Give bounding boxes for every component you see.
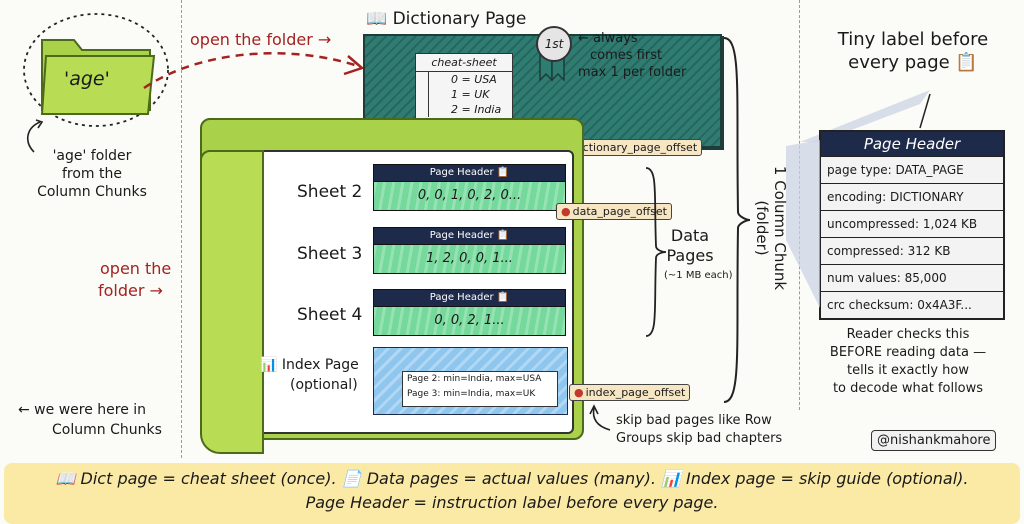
zoom-funnel-side xyxy=(786,140,820,308)
index-stats: Page 2: min=India, max=USA Page 3: min=I… xyxy=(402,371,558,407)
open-folder-top-label: open the folder → xyxy=(190,30,332,49)
banner-line-1: 📖 Dict page = cheat sheet (once). 📄 Data… xyxy=(55,469,969,488)
small-folder-label: 'age' xyxy=(64,68,110,90)
data-page-sheet-2: Page Header 📋 0, 0, 1, 0, 2, 0... xyxy=(373,164,566,211)
data-page-values: 0, 0, 2, 1... xyxy=(373,307,566,336)
page-header-row: crc checksum: 0x4A3F... xyxy=(821,291,1003,318)
page-header-bar: Page Header 📋 xyxy=(373,227,566,245)
data-pages-size-note: (~1 MB each) xyxy=(664,270,733,281)
page-header-table: Page Header page type: DATA_PAGE encodin… xyxy=(819,130,1005,320)
small-folder-graphic xyxy=(23,13,169,127)
open-folder-side-label: open the folder → xyxy=(98,259,172,300)
bar-chart-icon: 📊 xyxy=(260,357,278,373)
author-credit: @nishankmahore xyxy=(871,430,997,451)
index-title: 📊 Index Page (optional) xyxy=(260,357,359,393)
index-note: skip bad pages like Row Groups skip bad … xyxy=(616,413,783,446)
data-page-sheet-4: Page Header 📋 0, 0, 2, 1... xyxy=(373,289,566,336)
pin-icon: ● xyxy=(574,386,584,399)
index-note-arrow xyxy=(589,404,611,431)
folder-caption-arrow xyxy=(27,119,44,153)
dictionary-title: 📖 Dictionary Page xyxy=(366,9,527,29)
column-chunk-brace xyxy=(723,37,751,403)
page-header-row: num values: 85,000 xyxy=(821,264,1003,291)
book-icon: 📖 xyxy=(366,9,388,29)
badge-note: ← always comes first max 1 per folder xyxy=(578,31,687,80)
data-page-values: 0, 0, 1, 0, 2, 0... xyxy=(373,182,566,211)
index-offset-tag: ●index_page_offset xyxy=(569,384,691,401)
data-pages-brace xyxy=(645,167,667,337)
folder-front-flap xyxy=(200,150,264,454)
page-header-row: encoding: DICTIONARY xyxy=(821,183,1003,210)
page-header-bar: Page Header 📋 xyxy=(373,289,566,307)
banner-line-2: Page Header = instruction label before e… xyxy=(305,493,719,512)
page-header-row: uncompressed: 1,024 KB xyxy=(821,210,1003,237)
divider-left xyxy=(181,0,182,458)
sheet-2-label: Sheet 2 xyxy=(297,182,363,202)
summary-banner: 📖 Dict page = cheat sheet (once). 📄 Data… xyxy=(4,463,1020,524)
data-page-values: 1, 2, 0, 0, 1... xyxy=(373,245,566,274)
zoom-funnel xyxy=(800,90,931,142)
first-badge: 1st xyxy=(536,26,572,62)
small-folder-caption: 'age' folder from the Column Chunks xyxy=(37,148,147,200)
were-here-note: ← we were here in Column Chunks xyxy=(18,402,162,438)
page-header-row: compressed: 312 KB xyxy=(821,237,1003,264)
dashed-arrow-to-dictionary xyxy=(143,52,365,90)
page-header-title: Page Header xyxy=(821,132,1003,156)
data-page-offset-tag: ●data_page_offset xyxy=(556,203,672,220)
data-pages-label: Data Pages xyxy=(666,226,714,265)
page-header-row: page type: DATA_PAGE xyxy=(821,156,1003,183)
data-page-sheet-3: Page Header 📋 1, 2, 0, 0, 1... xyxy=(373,227,566,274)
right-heading: Tiny label before every page 📋 xyxy=(837,29,989,73)
page-header-bar: Page Header 📋 xyxy=(373,164,566,182)
pin-icon: ● xyxy=(561,205,571,218)
sheet-3-label: Sheet 3 xyxy=(297,244,363,264)
sheet-4-label: Sheet 4 xyxy=(297,305,363,325)
reader-note: Reader checks this BEFORE reading data —… xyxy=(829,327,987,396)
